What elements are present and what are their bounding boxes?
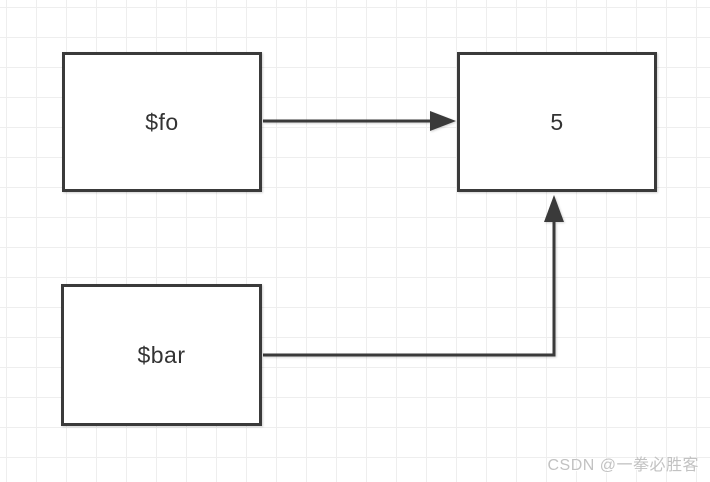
edge-fo-to-value [263, 111, 456, 131]
edge-bar-to-value [263, 195, 564, 357]
node-value-label: 5 [550, 108, 564, 135]
watermark: CSDN @一拳必胜客 [547, 457, 699, 474]
node-bar: $bar [61, 284, 262, 426]
node-fo: $fo [62, 52, 262, 192]
node-fo-label: $fo [145, 108, 179, 135]
edge-bar-line [263, 220, 556, 357]
arrowhead-right-icon [430, 111, 456, 131]
node-bar-label: $bar [137, 341, 186, 368]
arrowhead-up-icon [544, 195, 564, 222]
node-value: 5 [457, 52, 657, 192]
